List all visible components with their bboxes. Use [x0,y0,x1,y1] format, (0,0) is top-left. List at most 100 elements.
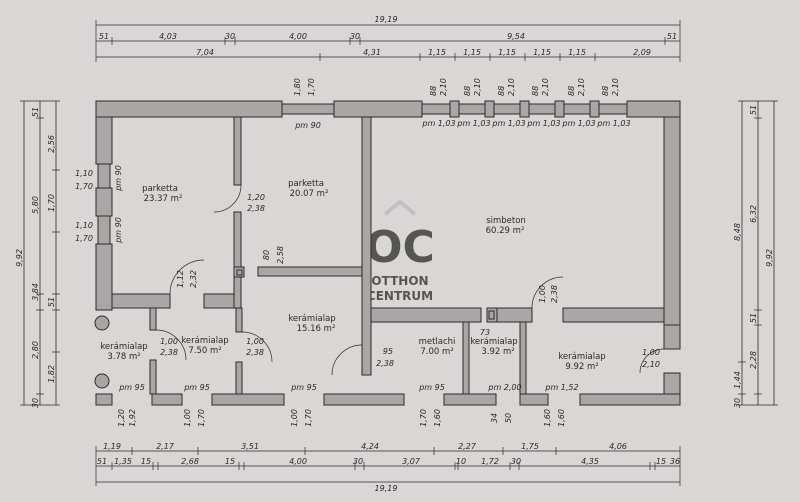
door-label: 1,00 [160,337,178,346]
room-area: 3.78 m² [107,352,140,362]
right-dim: 51 [749,313,758,323]
otthon-centrum-logo: OC OTTHON CENTRUM [365,199,435,303]
room-name: kerámialap [558,352,605,362]
window-dim: 1,00 [183,409,192,427]
door-label: 2,58 [276,246,285,264]
door-label: 2,38 [246,348,264,357]
room-name: parketta [288,179,324,189]
door-label: 2,38 [160,348,178,357]
door-label: 2,10 [642,360,660,369]
window-dim: 34 [490,413,499,423]
chimney-icon [488,310,495,320]
walls [95,100,681,406]
bottom-dim: 4,00 [289,457,307,466]
left-dim: 3,84 [31,283,40,301]
room-name: kerámialap [181,336,228,346]
top-dim: 51 [99,32,109,41]
bottom-dim: 51 [97,457,107,466]
chimney-icon [236,269,243,276]
window-label: pm 1,03 [456,119,490,128]
window-label: pm 1,03 [421,119,455,128]
door-label: 2,32 [189,270,198,288]
door-label: 1,00 [642,348,660,357]
bottom-dim: 2,68 [181,457,199,466]
left-dim: 1,70 [47,194,56,212]
left-dim: 1,82 [47,365,56,383]
right-dimensions: 9,92 8,48 1,44 30 51 6,32 51 2,28 [733,100,778,408]
window-dim: 88 [601,86,610,96]
window-label: pm 95 [290,383,317,392]
top-dim: 4,00 [289,32,307,41]
door-label: 2,38 [550,285,559,303]
top-dim: 1,15 [428,48,446,57]
top-dim: 4,03 [159,32,177,41]
left-dim: 51 [31,107,40,117]
bottom-dim: 15 [225,457,235,466]
bottom-dim: 3,51 [241,442,259,451]
right-dim: 1,44 [733,371,742,389]
top-dim: 4,31 [363,48,381,57]
top-dimensions: 19,19 51 4,03 30 4,00 30 9,54 51 7,04 4,… [95,15,681,62]
window-dim: 1,60 [433,409,442,427]
room-name: kerámialap [470,337,517,347]
window-label: pm 1,03 [561,119,595,128]
door-label: 73 [480,328,490,337]
door-label: 2,38 [247,204,265,213]
right-dim: 30 [733,398,742,408]
door-labels: 1,20 2,38 1,12 2,32 80 2,58 1,00 2,38 1,… [160,193,660,369]
left-dim: 30 [31,398,40,408]
window-dim: 88 [567,86,576,96]
logo-line2: CENTRUM [367,289,433,303]
window-dim: 2,10 [541,78,550,96]
bottom-dim: 4,35 [581,457,599,466]
top-total-dim: 19,19 [375,15,398,24]
top-dim: 1,15 [498,48,516,57]
window-label: pm 90 [114,165,123,192]
room-name: kerámialap [100,342,147,352]
window-dim: 88 [497,86,506,96]
bottom-dim: 30 [353,457,363,466]
bottom-dim: 15 [141,457,151,466]
room-area: 20.07 m² [290,189,329,199]
bottom-dimensions: 1,19 2,17 3,51 4,24 2,27 1,75 4,06 51 1,… [95,442,681,493]
left-dim: 5,80 [31,196,40,214]
right-dim: 51 [749,105,758,115]
window-dim: 2,10 [439,78,448,96]
bottom-dim: 10 [456,457,466,466]
window-dim: 2,10 [507,78,516,96]
top-window-dims: 1,80 1,70 88 2,10 88 2,10 88 2,10 88 2,1… [293,78,620,96]
room-area: 15.16 m² [297,324,336,334]
right-total-dim: 9,92 [765,249,774,267]
bottom-dim: 1,72 [481,457,499,466]
bottom-dim: 3,07 [402,457,421,466]
door-label: 80 [262,250,271,260]
room-area: 7.50 m² [188,346,221,356]
window-dim: 2,10 [577,78,586,96]
window-dim: 1,60 [557,409,566,427]
window-dim: 1,80 [293,78,302,96]
top-dim: 30 [225,32,235,41]
room-name: parketta [142,184,178,194]
bottom-dim: 2,17 [156,442,175,451]
bottom-dim: 30 [511,457,521,466]
window-dim: 1,00 [290,409,299,427]
room-area: 60.29 m² [486,226,525,236]
bottom-dim: 1,75 [521,442,539,451]
window-label: pm 1,03 [526,119,560,128]
left-dim: 2,80 [31,341,40,359]
window-labels: pm 90 pm 1,03 pm 1,03 pm 1,03 pm 1,03 pm… [75,119,631,392]
top-dim: 7,04 [196,48,214,57]
window-dim: 2,10 [473,78,482,96]
door-swings [155,184,665,376]
room-area: 23.37 m² [144,194,183,204]
rooms: parketta 23.37 m² parketta 20.07 m² simb… [100,179,605,372]
room-area: 9.92 m² [565,362,598,372]
window-dim: 2,10 [611,78,620,96]
window-dim: 88 [463,86,472,96]
window-label: pm 1,03 [491,119,525,128]
window-label: pm 90 [114,217,123,244]
window-label: pm 2,00 [487,383,521,392]
right-dim: 6,32 [749,205,758,223]
top-dim: 30 [350,32,360,41]
